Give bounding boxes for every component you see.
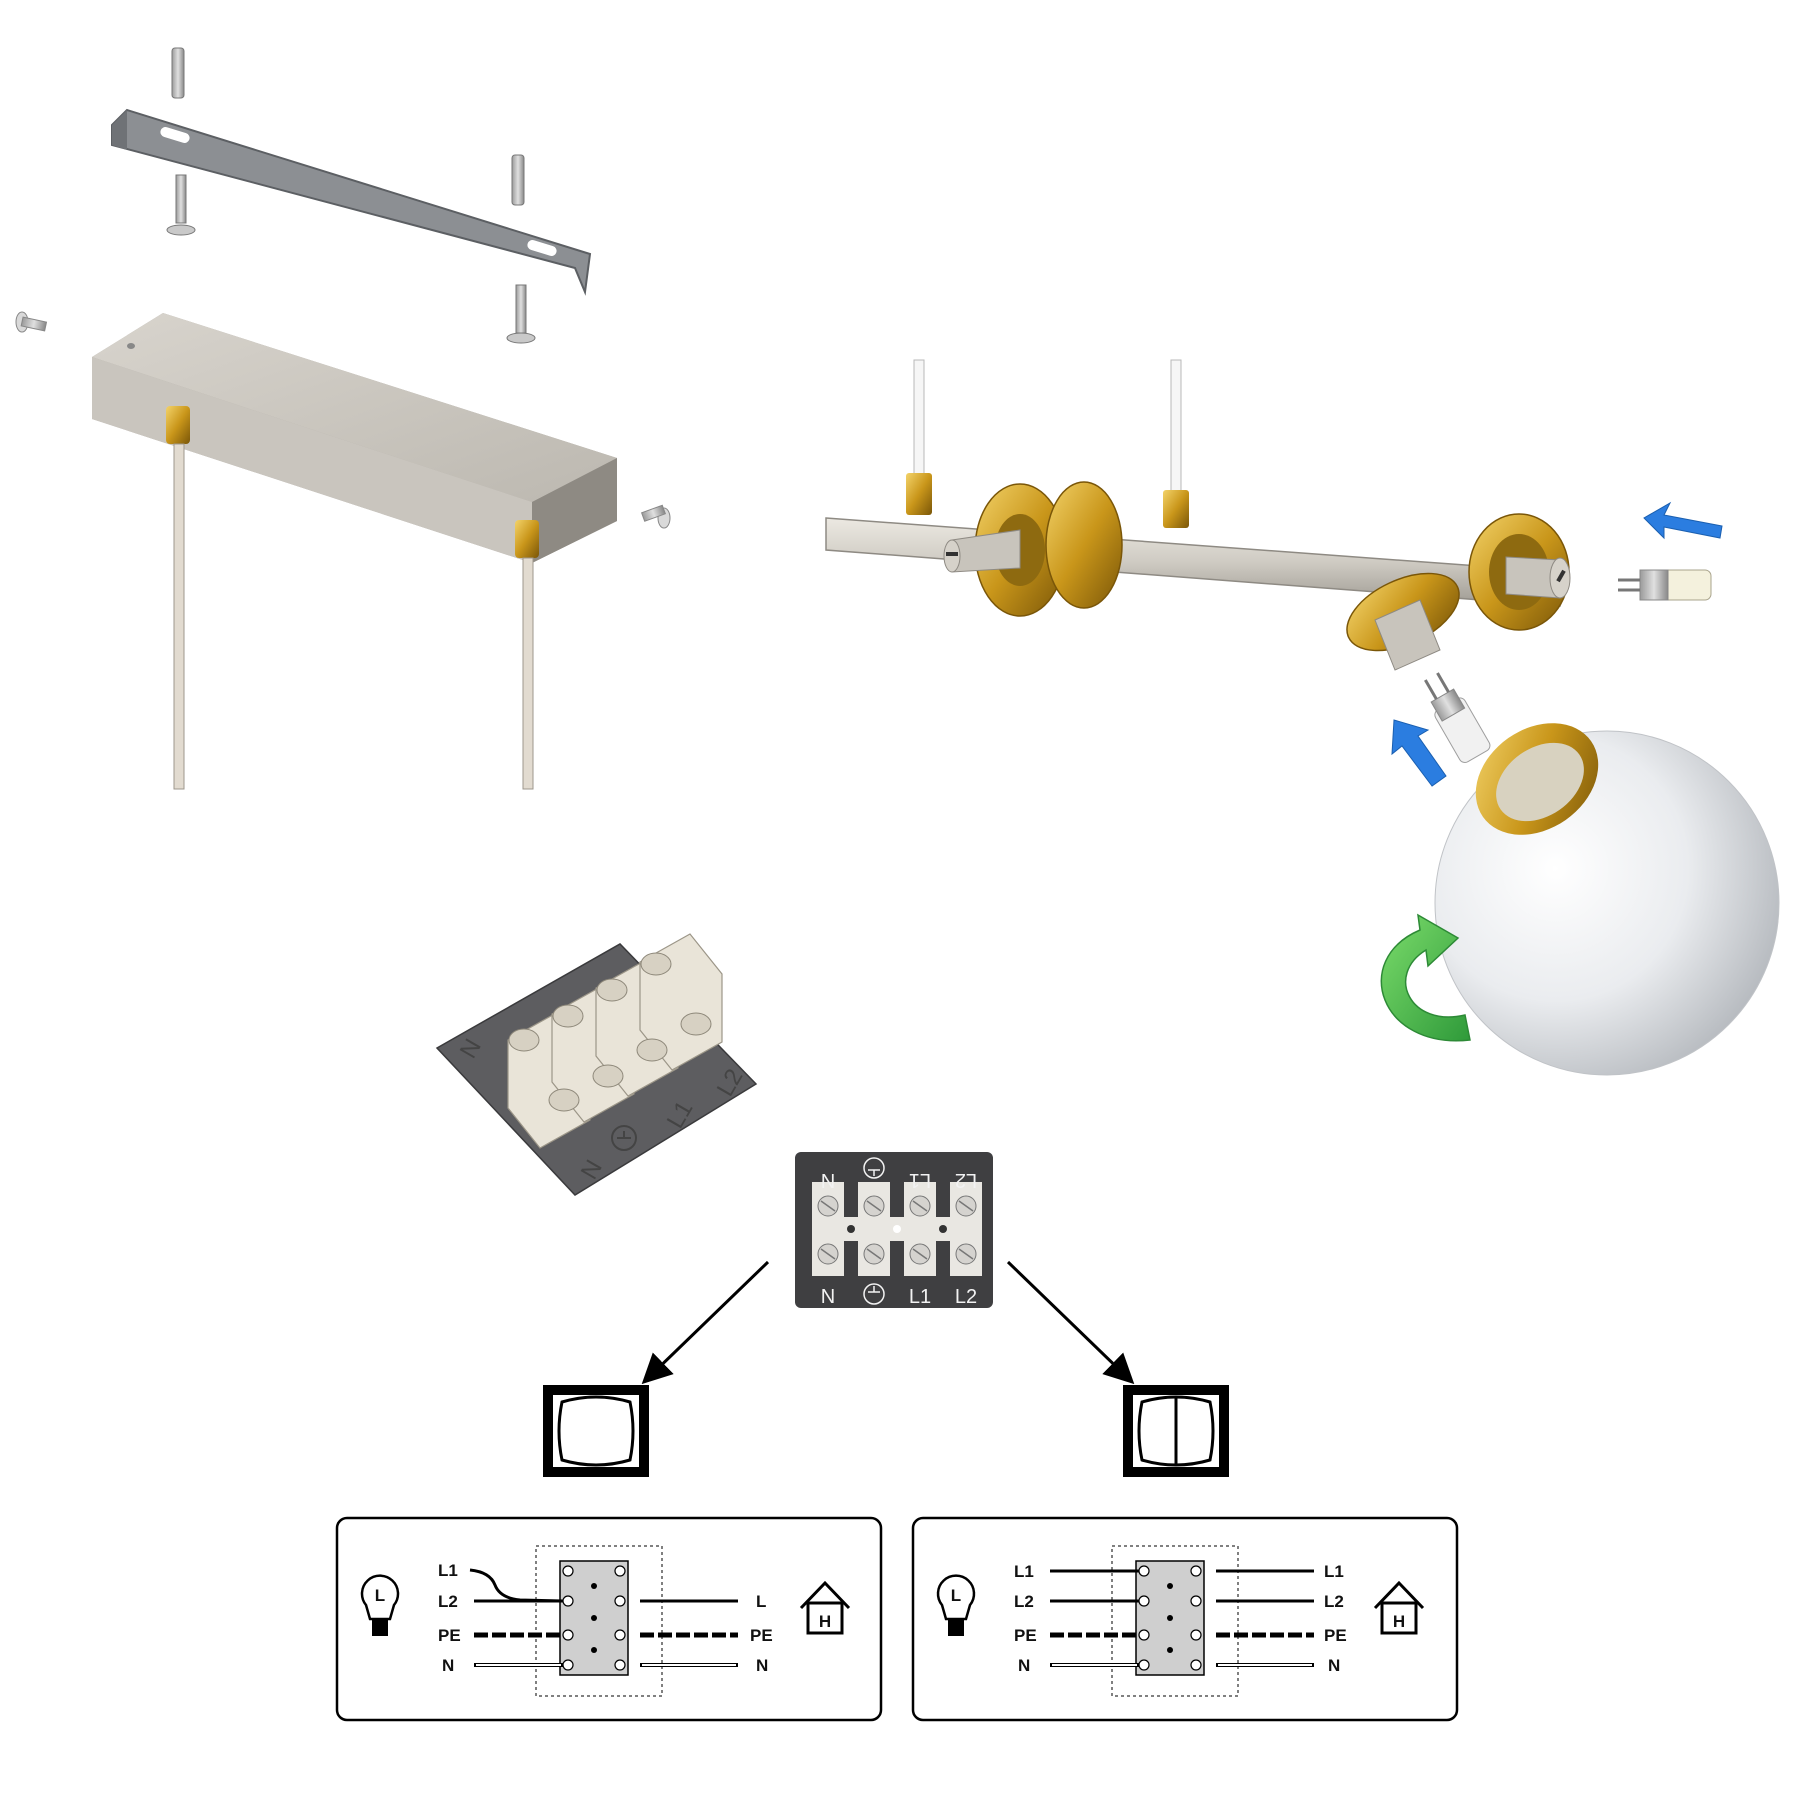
mounting-bracket-icon: [111, 108, 592, 296]
flat-top-l1: L1: [909, 1169, 931, 1191]
rotate-arrow-icon: [1380, 913, 1471, 1042]
left-panel-pe-right-label: PE: [750, 1626, 773, 1645]
wiring-panel-single: L L1 L2 PE N: [335, 1516, 883, 1722]
ground-symbol-bottom-icon: [863, 1283, 885, 1305]
left-panel-n-right-label: N: [756, 1656, 768, 1675]
ground-symbol-top-icon: [863, 1157, 885, 1179]
house-icon-letter: H: [1393, 1612, 1405, 1631]
terminal-strip-icon: [1135, 1560, 1205, 1676]
flat-top-n: N: [821, 1169, 835, 1191]
left-panel-l1-label: L1: [438, 1561, 458, 1580]
glass-globe-icon: [1434, 723, 1780, 1076]
suspension-rod-icon: [173, 443, 534, 790]
ceiling-canopy-assembly: [15, 47, 671, 790]
left-panel-l-label: L: [756, 1592, 766, 1611]
insert-arrow-right-icon: [1643, 501, 1723, 540]
terminal-block-flat: N L1 L2 N L1 L2: [795, 1152, 993, 1308]
house-icon: H: [799, 1580, 851, 1635]
right-panel-pe-label: PE: [1014, 1626, 1037, 1645]
right-panel-n-right-label: N: [1328, 1656, 1340, 1675]
right-panel-l2-label: L2: [1014, 1592, 1034, 1611]
right-panel-l2-right-label: L2: [1324, 1592, 1344, 1611]
side-screw-icon: [15, 311, 671, 529]
house-icon-letter: H: [819, 1612, 831, 1631]
right-panel-pe-right-label: PE: [1324, 1626, 1347, 1645]
single-switch-icon: [543, 1385, 649, 1477]
right-panel-l1-right-label: L1: [1324, 1562, 1344, 1581]
screw-icon: [166, 174, 536, 344]
terminal-block-3d-icon: N N L1 L2: [435, 933, 758, 1196]
house-icon: H: [1373, 1580, 1425, 1635]
flat-top-l2: L2: [955, 1169, 977, 1191]
bulb-bottom-icon: [1424, 672, 1491, 763]
right-panel-l1-label: L1: [1014, 1562, 1034, 1581]
flat-bottom-l1: L1: [909, 1286, 931, 1308]
ground-symbol-icon: [611, 1125, 637, 1151]
double-switch-icon: [1123, 1385, 1229, 1477]
branch-arrows: [641, 1260, 1135, 1385]
lamp-icon: L: [936, 1574, 976, 1636]
flat-bottom-l2: L2: [955, 1286, 977, 1308]
flat-bottom-n: N: [821, 1286, 835, 1308]
terminal-strip-icon: [559, 1560, 629, 1676]
wall-plug-icon: [171, 47, 525, 206]
insert-arrow-up-icon: [1391, 719, 1447, 787]
canopy-box-icon: [92, 313, 617, 563]
lamp-icon-letter: L: [951, 1586, 961, 1605]
right-panel-n-label: N: [1018, 1656, 1030, 1675]
wiring-panel-double: L L1 L2 PE N: [911, 1516, 1459, 1722]
left-panel-l2-label: L2: [438, 1592, 458, 1611]
left-panel-pe-label: PE: [438, 1626, 461, 1645]
bulb-right-icon: [1618, 569, 1712, 601]
left-panel-n-label: N: [442, 1656, 454, 1675]
lamp-icon-letter: L: [375, 1586, 385, 1605]
lamp-icon: L: [360, 1574, 400, 1636]
lamp-bar-assembly: [825, 359, 1571, 671]
